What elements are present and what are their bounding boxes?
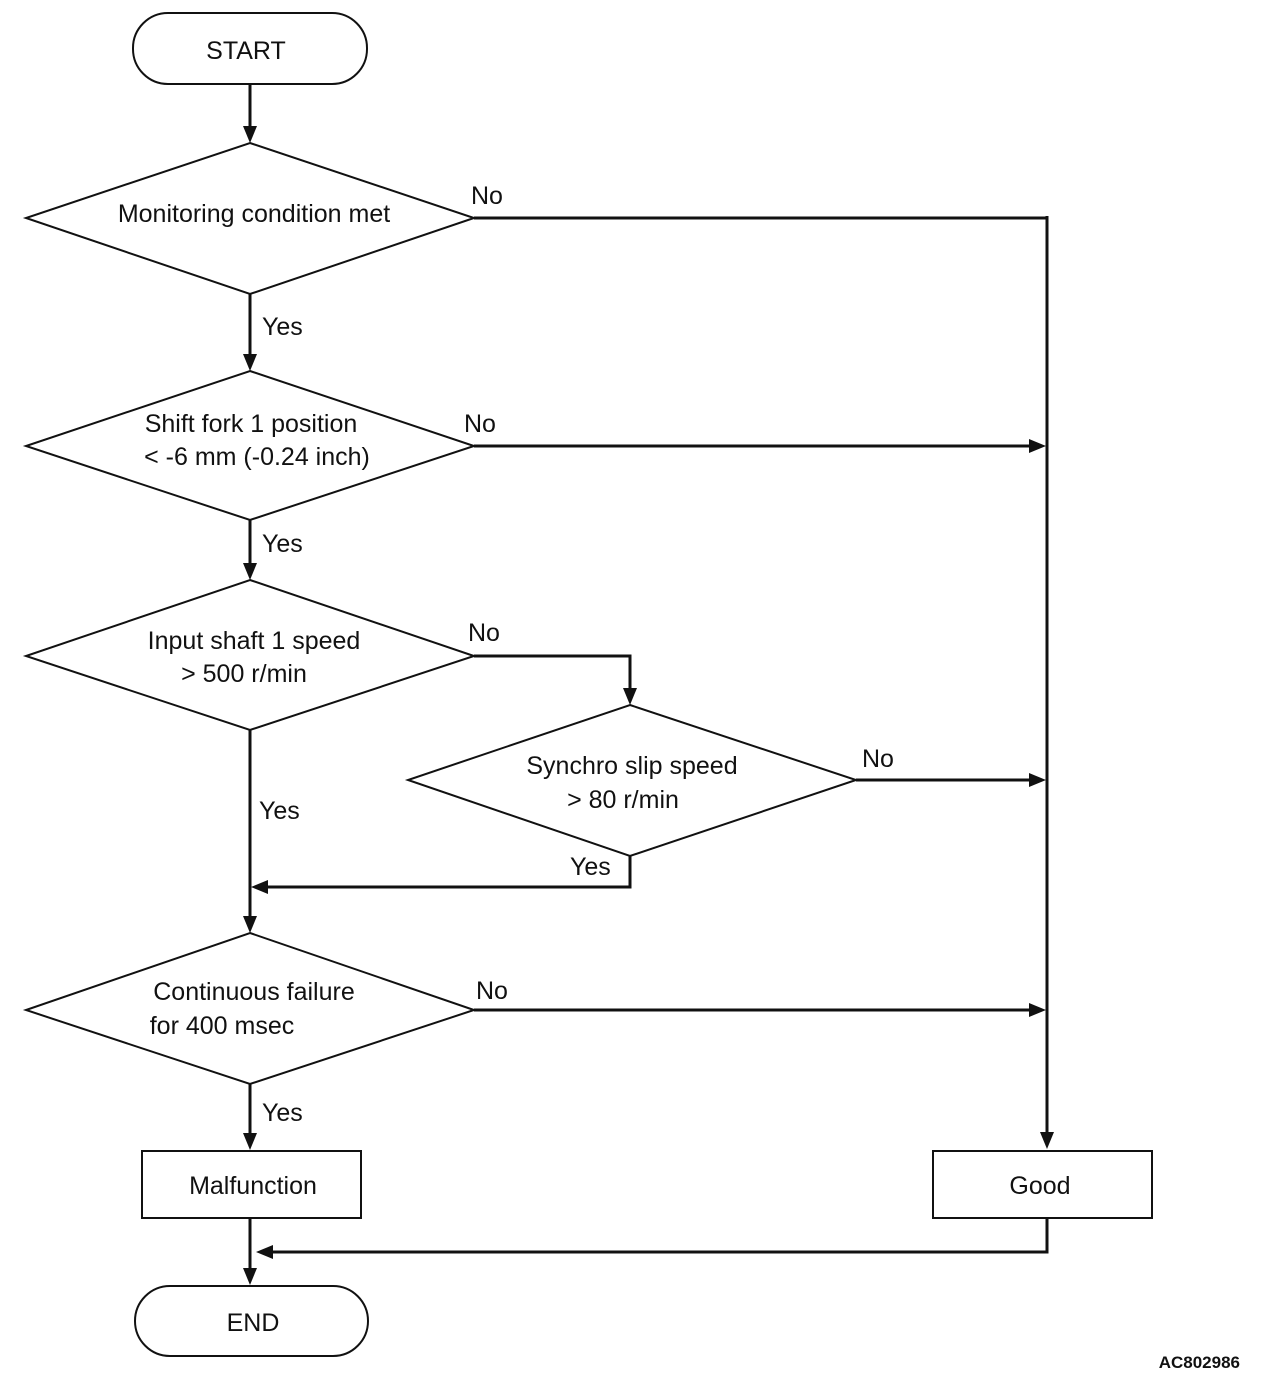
connector-good-end	[272, 1218, 1049, 1254]
end-terminator	[134, 1285, 369, 1357]
edge-label-d3-no: No	[468, 619, 500, 647]
decision-synchro-slip-speed-label-1: Synchro slip speed	[526, 752, 737, 780]
arrowhead-good	[1040, 1132, 1054, 1149]
decision-input-shaft-speed-label-2: > 500 r/min	[181, 660, 307, 688]
arrowhead-d5-malfunction	[243, 1133, 257, 1150]
malfunction-label: Malfunction	[189, 1172, 317, 1200]
edge-label-d4-no: No	[862, 745, 894, 773]
arrowhead-d2-d3	[243, 563, 257, 580]
arrowhead-good-end	[256, 1245, 273, 1259]
start-terminator	[132, 12, 368, 85]
edge-label-d5-no: No	[476, 977, 508, 1005]
edge-label-d3-yes: Yes	[259, 797, 300, 825]
connector-d3-no	[474, 654, 632, 688]
start-label: START	[206, 37, 286, 65]
decision-continuous-failure	[22, 931, 478, 1086]
arrowhead-d3-d5	[243, 916, 257, 933]
decision-shift-fork-position-label-2: < -6 mm (-0.24 inch)	[144, 443, 370, 471]
edge-label-d1-no: No	[471, 182, 503, 210]
decision-shift-fork-position	[22, 369, 478, 522]
decision-synchro-slip-speed-label-2: > 80 r/min	[567, 786, 679, 814]
decision-monitoring-condition-label: Monitoring condition met	[118, 200, 390, 228]
decision-shift-fork-position-label-1: Shift fork 1 position	[145, 410, 358, 438]
malfunction-box	[141, 1150, 362, 1219]
good-box	[932, 1150, 1153, 1219]
edge-label-d1-yes: Yes	[262, 313, 303, 341]
good-label: Good	[1009, 1172, 1070, 1200]
decision-continuous-failure-label-2: for 400 msec	[150, 1012, 295, 1040]
edge-label-d4-yes: Yes	[570, 853, 611, 881]
decision-monitoring-condition	[22, 141, 478, 296]
edge-label-d2-no: No	[464, 410, 496, 438]
arrowhead-end	[243, 1268, 257, 1285]
decision-continuous-failure-label-1: Continuous failure	[153, 978, 355, 1006]
arrowhead-d4-yes	[251, 880, 268, 894]
arrowhead-d3-d4	[623, 688, 637, 705]
arrowhead-start-d1	[243, 126, 257, 143]
end-label: END	[227, 1309, 280, 1337]
edge-label-d5-yes: Yes	[262, 1099, 303, 1127]
edge-label-d2-yes: Yes	[262, 530, 303, 558]
connector-d4-yes	[267, 856, 632, 889]
arrowhead-d4-no	[1029, 773, 1046, 787]
arrowhead-d1-d2	[243, 354, 257, 371]
arrowhead-d5-no	[1029, 1003, 1046, 1017]
reference-code: AC802986	[1159, 1353, 1240, 1372]
decision-synchro-slip-speed	[404, 703, 860, 858]
decision-input-shaft-speed	[22, 578, 478, 732]
decision-input-shaft-speed-label-1: Input shaft 1 speed	[148, 627, 361, 655]
arrowhead-d2-no	[1029, 439, 1046, 453]
